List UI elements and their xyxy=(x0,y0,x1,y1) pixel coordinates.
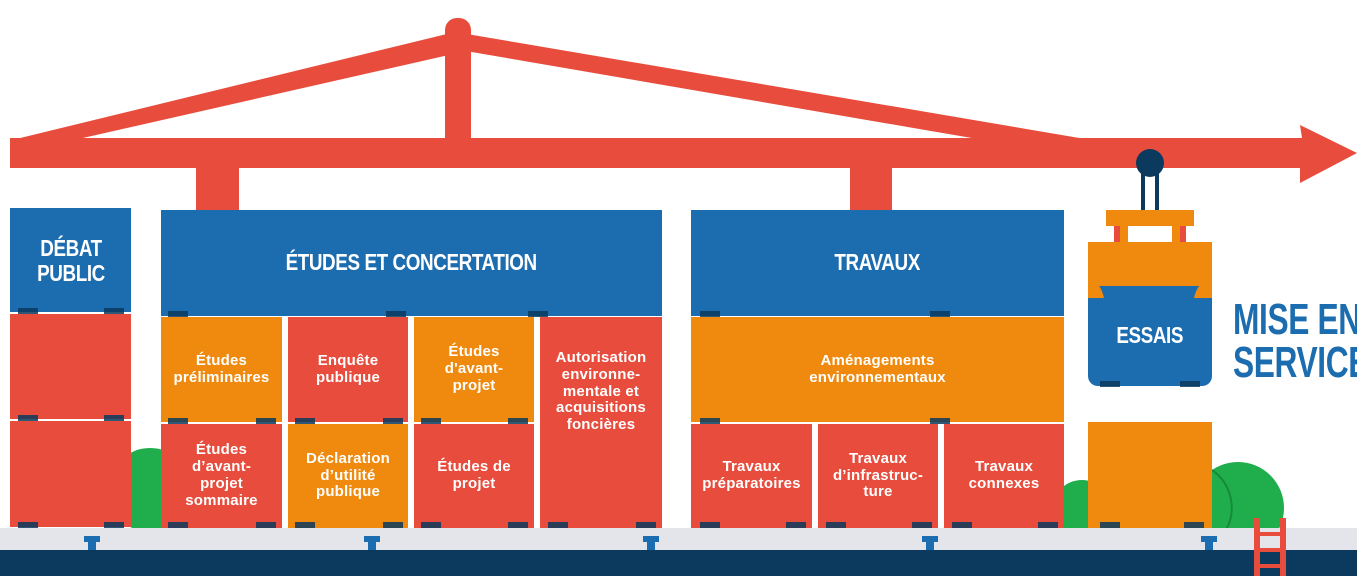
container-etudes-preliminaires-label: Études préliminaires xyxy=(173,351,270,386)
phase-debat-public: DÉBAT PUBLIC xyxy=(10,210,131,312)
crane-hook xyxy=(1106,149,1194,244)
phase-essais-label: ESSAIS xyxy=(1116,322,1184,349)
container-travaux-connexes-label: Travaux connexes xyxy=(968,458,1040,492)
bollards xyxy=(84,536,1217,550)
container-enquete-publique: Enquête publique xyxy=(290,317,406,422)
container-etudes-de-projet: Études de projet xyxy=(416,424,532,528)
container-amenagements-label: Aménagements environnementaux xyxy=(809,351,946,386)
mise-en-service-title: MISE EN SERVICE xyxy=(1233,295,1357,388)
ladder-icon xyxy=(1254,518,1286,576)
etudes-stack xyxy=(161,210,662,528)
mise-en-service-line1: MISE EN xyxy=(1233,295,1357,344)
container-travaux-infrastructure: Travaux d’infrastruc-ture xyxy=(820,424,936,528)
phase-travaux: TRAVAUX xyxy=(691,210,1064,316)
phase-etudes-concertation: ÉTUDES ET CONCERTATION xyxy=(161,210,662,316)
container-travaux-preparatoires: Travaux préparatoires xyxy=(693,424,810,528)
container-travaux-connexes: Travaux connexes xyxy=(946,424,1062,528)
container-declaration-utilite-publique-label: Déclaration d’utilité publique xyxy=(306,449,390,501)
container-amenagements: Aménagements environnementaux xyxy=(691,317,1064,422)
debat-public-stack xyxy=(10,208,131,527)
crane-arrow-icon xyxy=(1300,125,1357,183)
phase-etudes-concertation-label: ÉTUDES ET CONCERTATION xyxy=(285,249,538,276)
container-etudes-avant-projet-label: Études d'avant-projet xyxy=(444,343,504,394)
container-notches xyxy=(18,308,1204,528)
container-etudes-avant-projet: Études d'avant-projet xyxy=(416,317,532,422)
container-enquete-publique-label: Enquête publique xyxy=(315,351,381,386)
phase-debat-public-label: DÉBAT PUBLIC xyxy=(36,234,105,286)
crane xyxy=(10,18,1357,212)
container-declaration-utilite-publique: Déclaration d’utilité publique xyxy=(290,424,406,528)
dock xyxy=(0,518,1357,576)
essais-stack xyxy=(1088,242,1212,528)
container-travaux-infrastructure-label: Travaux d’infrastruc-ture xyxy=(832,449,924,501)
phase-essais: ESSAIS xyxy=(1088,296,1212,376)
container-etudes-preliminaires: Études préliminaires xyxy=(163,317,280,422)
travaux-stack xyxy=(691,210,1064,528)
phase-travaux-label: TRAVAUX xyxy=(834,249,921,276)
container-etudes-avant-projet-sommaire: Études d’avant-projet sommaire xyxy=(163,424,280,528)
mise-en-service-line2: SERVICE xyxy=(1233,338,1357,388)
container-travaux-preparatoires-label: Travaux préparatoires xyxy=(702,458,801,492)
container-etudes-avant-projet-sommaire-label: Études d’avant-projet sommaire xyxy=(185,441,258,509)
container-autorisation: Autorisation environne-mentale et acquis… xyxy=(542,349,660,480)
container-etudes-de-projet-label: Études de projet xyxy=(437,458,511,492)
container-autorisation-label: Autorisation environne-mentale et acquis… xyxy=(555,349,647,434)
